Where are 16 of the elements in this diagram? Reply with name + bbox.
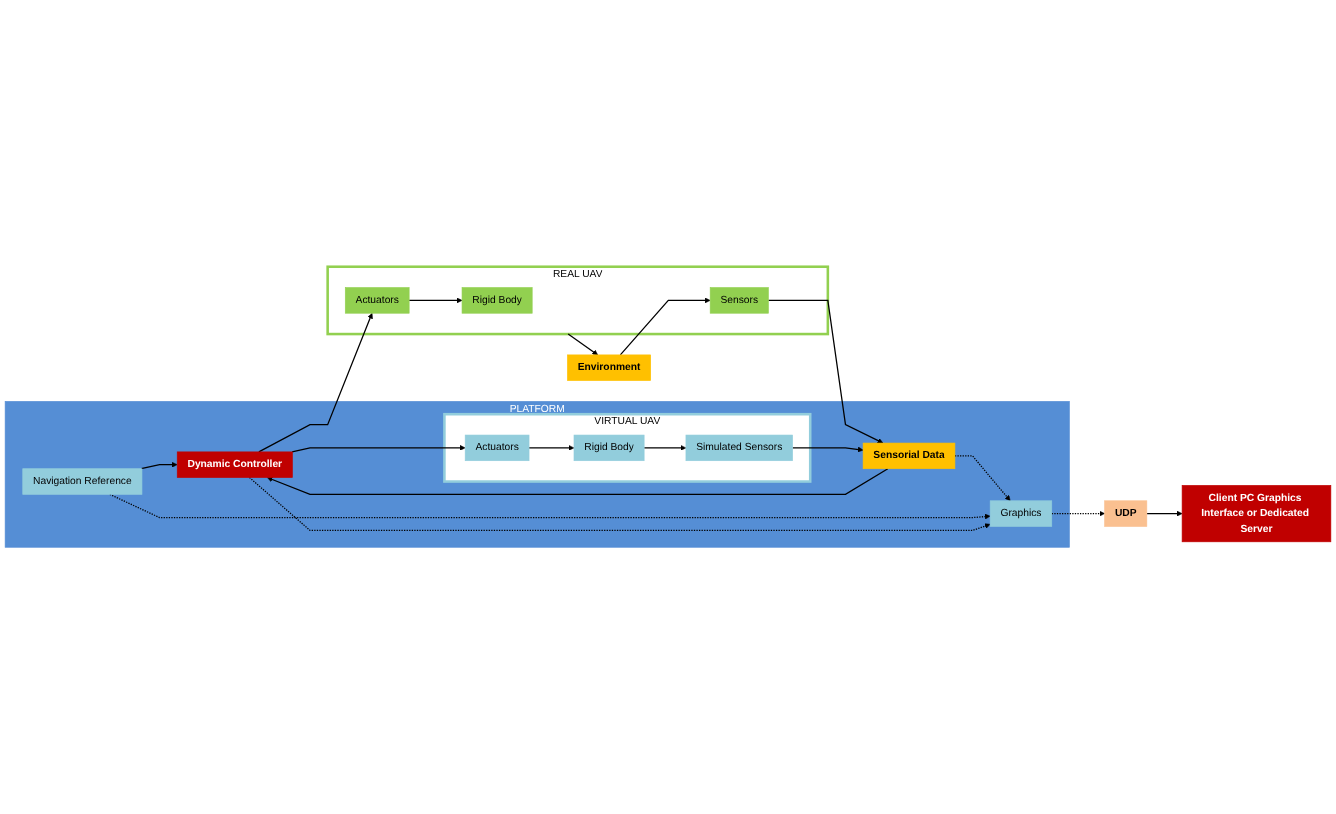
arrow: [619, 297, 711, 356]
arrow: [528, 445, 575, 451]
arrow: [567, 333, 599, 356]
arrow: [109, 493, 991, 520]
arrow: [258, 312, 373, 453]
arrow: [954, 455, 1011, 502]
arrow: [140, 461, 178, 470]
arrow: [1146, 510, 1183, 517]
arrow: [267, 468, 889, 495]
arrow: [248, 476, 991, 532]
arrow: [291, 445, 466, 453]
arrow: [408, 297, 463, 304]
arrow: [1051, 510, 1105, 517]
arrow: [791, 446, 864, 453]
arrow: [643, 445, 687, 451]
arrow: [767, 299, 884, 444]
